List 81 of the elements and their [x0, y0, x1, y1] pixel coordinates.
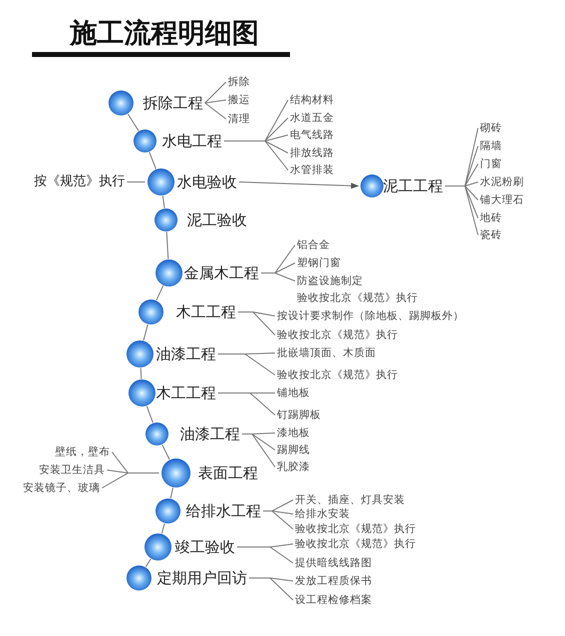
- step-label: 金属木工程: [184, 264, 259, 282]
- sub-item-label: 排放线路: [290, 146, 334, 160]
- sub-item-label: 提供暗线线路图: [295, 556, 372, 570]
- branch-line: [262, 510, 294, 530]
- sub-item-label: 拆除: [228, 76, 250, 88]
- sub-item-label: 铝合金: [297, 238, 330, 252]
- sub-item-label: 铺地板: [277, 386, 310, 400]
- note-label: 按《规范》执行: [34, 173, 125, 191]
- sub-item-label: 地砖: [480, 212, 502, 224]
- sub-item-label: 开关、插座、灯具安装: [295, 494, 405, 506]
- sub-item-label: 安装卫生洁具: [39, 464, 105, 476]
- sub-item-label: 铺大理石: [480, 194, 524, 206]
- sub-item-label: 清理: [228, 112, 250, 126]
- sub-item-label: 水泥粉刷: [480, 176, 524, 188]
- connector-line: [162, 195, 165, 209]
- branch-line: [102, 472, 160, 488]
- sub-item-label: 瓷砖: [480, 228, 502, 242]
- connector-line: [143, 324, 148, 341]
- sub-item-label: 发放工程质保书: [295, 574, 372, 588]
- connector-line: [145, 558, 152, 568]
- sub-item-label: 验收按北京《规范》执行: [295, 522, 416, 536]
- sub-item-label: 踢脚线: [277, 444, 310, 456]
- step-label: 木工工程: [176, 303, 236, 321]
- branch-line: [242, 434, 276, 468]
- branch-line: [218, 392, 276, 416]
- sub-item-label: 批嵌墙顶面、木质面: [277, 346, 376, 360]
- sub-item-label: 搬运: [228, 94, 250, 106]
- sub-item-label: 乳胶漆: [277, 460, 310, 474]
- sub-item-label: 水道五金: [290, 112, 334, 124]
- branch-line: [218, 354, 276, 376]
- step-label: 泥工验收: [187, 211, 247, 229]
- branch-line: [248, 578, 294, 600]
- branch-line: [224, 140, 288, 170]
- step-label: 表面工程: [198, 464, 258, 482]
- branch-line: [236, 546, 294, 564]
- branch-line: [444, 186, 478, 236]
- title: 施工流程明细图: [32, 16, 290, 57]
- sub-item-label: 安装镜子、玻璃: [23, 482, 100, 494]
- connector-line: [140, 367, 142, 380]
- sub-item-label: 砌砖: [480, 122, 502, 134]
- connector-line: [166, 231, 169, 260]
- sub-item-label: 验收按北京《规范》执行: [277, 368, 398, 382]
- sub-item-label: 塑钢门窗: [297, 256, 341, 270]
- connector-line: [170, 487, 174, 499]
- connector-line: [156, 285, 164, 301]
- branch-line: [204, 82, 226, 104]
- branch-line: [238, 312, 276, 336]
- step-label: 水电工程: [162, 132, 222, 150]
- sub-item-label: 验收按北京《规范》执行: [295, 538, 416, 550]
- step-label: 竣工验收: [175, 538, 235, 556]
- connector-line: [127, 114, 140, 132]
- step-label: 水电验收: [177, 173, 237, 191]
- step-label: 油漆工程: [180, 425, 240, 443]
- sub-item-label: 按设计要求制作（除地板、踢脚板外）: [277, 310, 464, 322]
- sub-item-label: 门窗: [480, 158, 502, 170]
- sub-item-label: 钉踢脚板: [277, 408, 321, 422]
- branch-line: [260, 272, 296, 282]
- sub-item-label: 漆地板: [277, 426, 310, 440]
- sub-item-label: 壁纸，壁布: [55, 446, 110, 458]
- sub-item-label: 隔墙: [480, 140, 502, 152]
- branch-line: [204, 100, 226, 104]
- note-label: 验收按北京《规范》执行: [297, 292, 418, 304]
- sub-item-label: 电气线路: [290, 128, 334, 142]
- step-label: 给排水工程: [186, 502, 261, 520]
- step-label: 定期用户回访: [157, 569, 247, 587]
- connector-line: [162, 444, 170, 460]
- step-label: 拆除工程: [143, 94, 203, 112]
- sub-item-label: 结构材料: [290, 94, 334, 106]
- sub-item-label: 设工程检修档案: [295, 594, 372, 606]
- step-label: 木工工程: [156, 384, 216, 402]
- sub-item-label: 防盗设施制定: [297, 274, 363, 288]
- branch-line: [204, 102, 226, 120]
- arrow: [238, 182, 359, 189]
- connector-line: [148, 152, 156, 170]
- sub-item-label: 给排水安装: [295, 508, 350, 520]
- sub-item-label: 验收按北京《规范》执行: [277, 328, 398, 342]
- step-label: 油漆工程: [156, 345, 216, 363]
- connector-line: [146, 406, 154, 424]
- connector-line: [161, 523, 166, 534]
- sub-item-label: 水管排装: [290, 164, 334, 176]
- step-label: 泥工工程: [383, 177, 443, 195]
